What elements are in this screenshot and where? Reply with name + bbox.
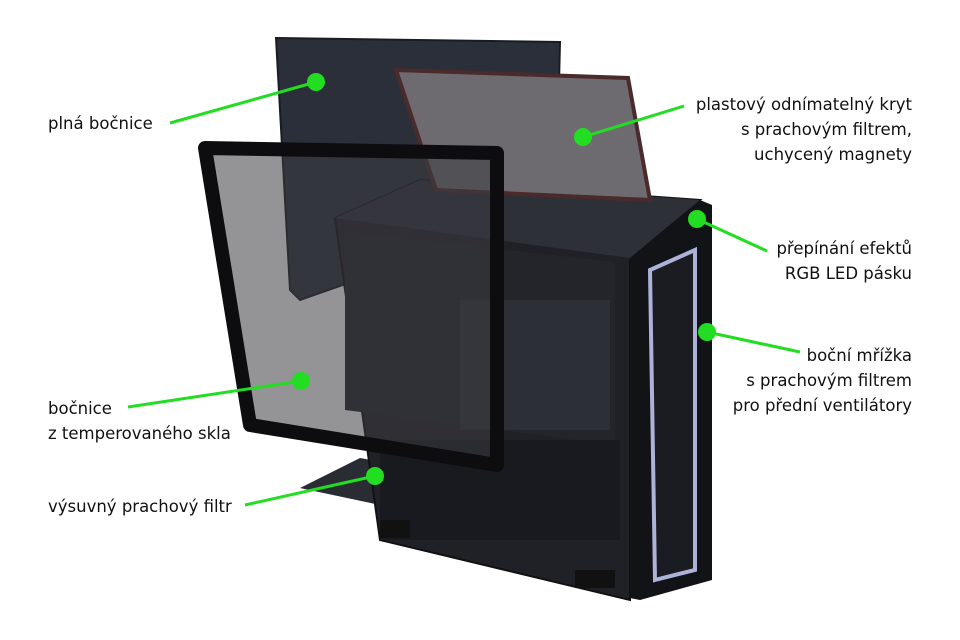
dust-filter bbox=[300, 458, 382, 505]
label-line: výsuvný prachový filtr bbox=[48, 497, 232, 516]
callouts bbox=[127, 73, 801, 507]
label-dust-filter: výsuvný prachový filtr bbox=[48, 494, 232, 519]
front-mesh-strip bbox=[647, 246, 697, 583]
label-side-mesh: boční mřížka s prachovým filtrem pro pře… bbox=[733, 343, 912, 418]
label-line: přepínání efektů bbox=[776, 239, 912, 258]
label-line: plná bočnice bbox=[48, 114, 153, 133]
label-top-cover: plastový odnímatelný kryt s prachovým fi… bbox=[696, 92, 912, 167]
label-line: s prachovým filtrem, bbox=[740, 120, 912, 139]
callout-line bbox=[127, 379, 302, 409]
label-line: z temperovaného skla bbox=[48, 424, 231, 443]
callout-dot bbox=[574, 128, 592, 146]
label-rgb-switch: přepínání efektů RGB LED pásku bbox=[776, 236, 912, 286]
label-line: RGB LED pásku bbox=[784, 264, 912, 283]
label-line: plastový odnímatelný kryt bbox=[695, 95, 912, 114]
label-line: s prachovým filtrem bbox=[746, 371, 912, 390]
callout-line bbox=[582, 104, 685, 139]
callout-line bbox=[706, 330, 801, 354]
callout-dot bbox=[698, 323, 716, 341]
callout-line bbox=[244, 474, 376, 507]
label-line: pro přední ventilátory bbox=[732, 396, 912, 415]
label-solid-side-panel: plná bočnice bbox=[48, 111, 153, 136]
label-glass-panel: bočnice z temperovaného skla bbox=[48, 396, 231, 446]
label-line: boční mřížka bbox=[806, 346, 912, 365]
callout-dot bbox=[292, 372, 310, 390]
tempered-glass-panel bbox=[198, 141, 504, 472]
callout-dot bbox=[366, 467, 384, 485]
label-line: bočnice bbox=[48, 399, 112, 418]
callout-line bbox=[696, 217, 768, 253]
callout-line bbox=[169, 80, 317, 125]
callout-dot bbox=[688, 210, 706, 228]
label-line: uchycený magnety bbox=[754, 145, 912, 164]
callout-dot bbox=[307, 73, 325, 91]
case-foot bbox=[575, 570, 615, 588]
case-foot bbox=[380, 520, 410, 538]
